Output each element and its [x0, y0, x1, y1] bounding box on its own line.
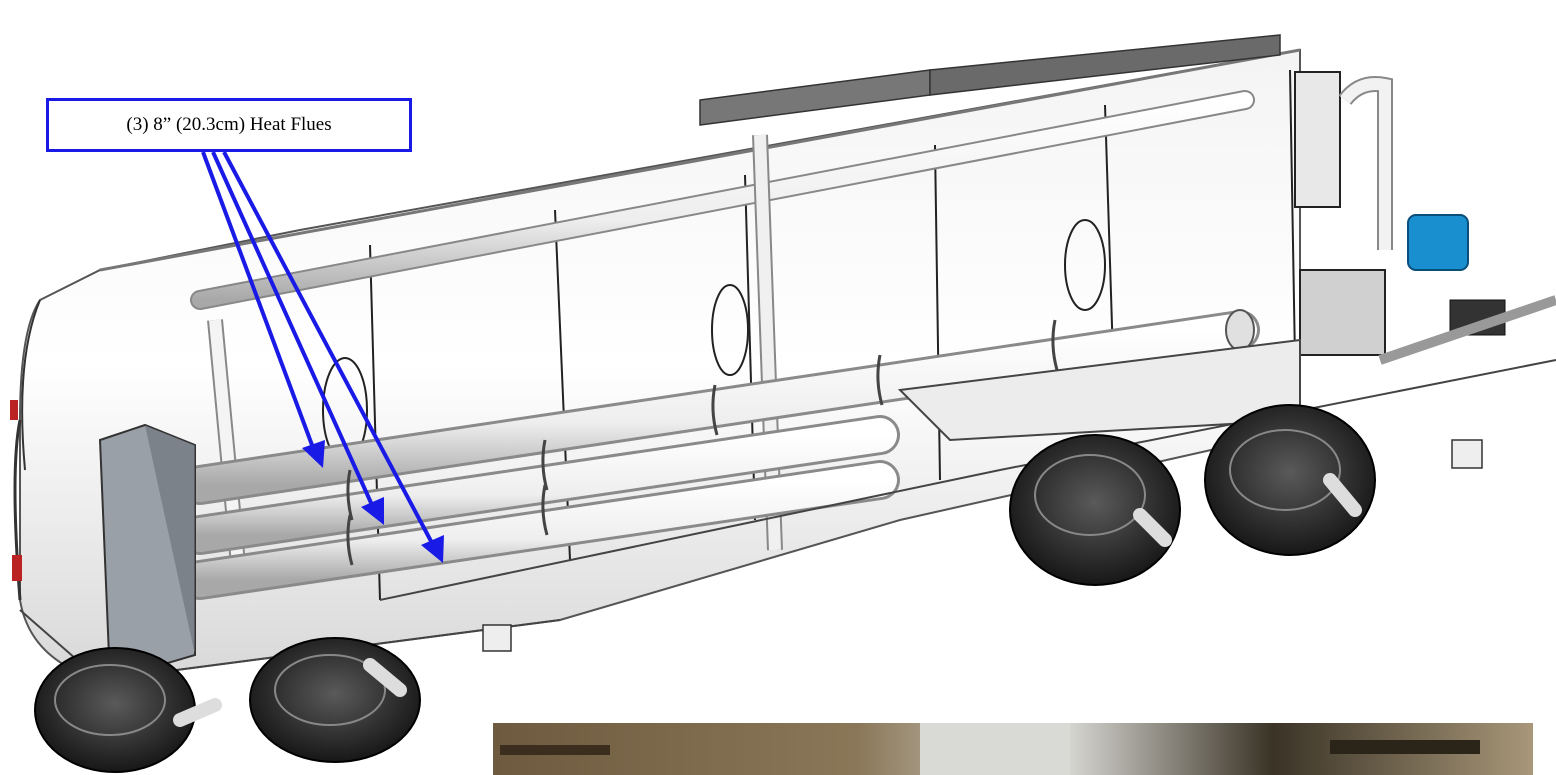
callout-arrows	[201, 151, 444, 563]
arrow-head-2	[361, 497, 384, 525]
arrow-flue-1	[201, 151, 314, 446]
heat-flues-callout: (3) 8” (20.3cm) Heat Flues	[46, 98, 412, 152]
heat-flues	[180, 309, 1260, 600]
arrow-head-1	[302, 440, 325, 468]
arrow-flue-3	[222, 151, 434, 544]
arrow-head-3	[421, 535, 444, 563]
tires	[34, 404, 1483, 773]
photo-inset	[493, 723, 1533, 775]
pump-assembly	[1294, 71, 1556, 365]
front-cap-block	[10, 400, 196, 682]
arrow-flue-2	[211, 151, 374, 506]
